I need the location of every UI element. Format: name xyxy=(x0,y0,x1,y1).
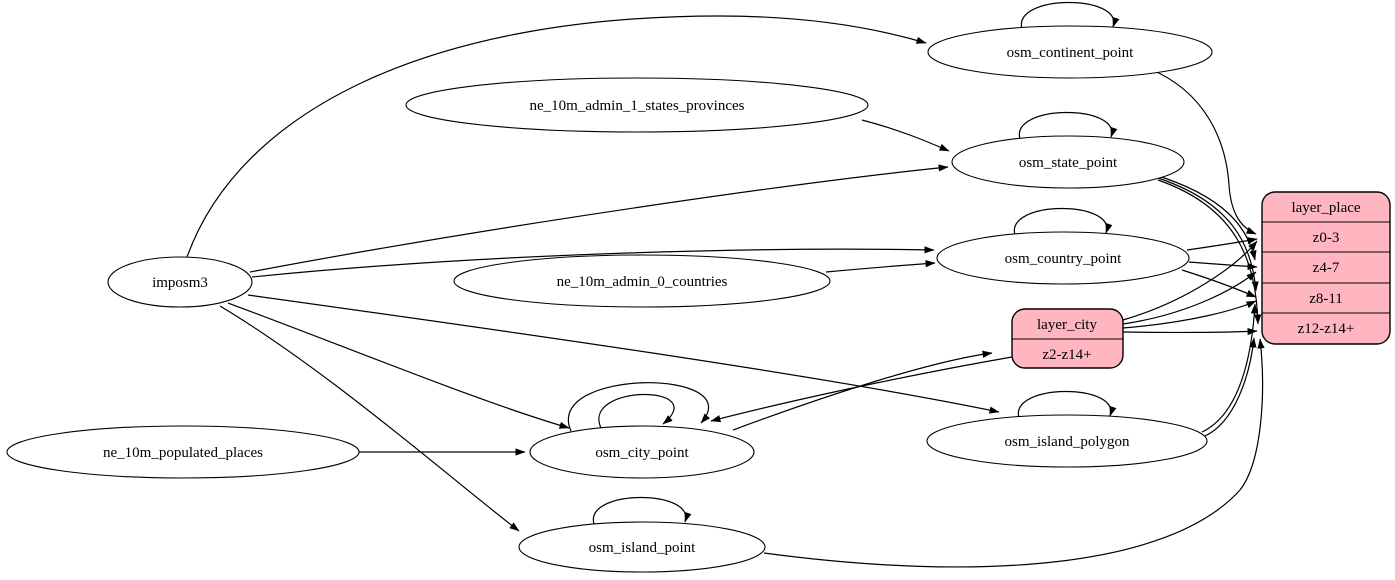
node-ne_10m_populated_places: ne_10m_populated_places xyxy=(6,425,360,479)
node-ne_10m_admin_1_states_provinces-label: ne_10m_admin_1_states_provinces xyxy=(530,98,745,114)
record-layer_place-row-z8-11: z8-11 xyxy=(1309,291,1343,307)
record-layer_place-row-z4-7: z4-7 xyxy=(1313,260,1340,276)
edge-osm_state_point-layer_place-z4-7 xyxy=(1151,173,1257,261)
edge-layer_city-layer_place-z0-3 xyxy=(1122,240,1258,321)
edge-imposm3-osm_city_point xyxy=(227,302,570,429)
edge-osm_state_point-layer_place-z8-11 xyxy=(1154,176,1259,292)
record-layer_place-title: layer_place xyxy=(1291,200,1360,216)
node-osm_city_point: osm_city_point xyxy=(529,425,755,479)
edge-layer_city-layer_place-z12-z14 xyxy=(1122,327,1258,336)
edge-osm_island_polygon-layer_place-z8-11 xyxy=(1201,303,1259,433)
node-osm_state_point-shape xyxy=(951,135,1185,189)
edge-layer_city-osm_city_point xyxy=(710,356,1013,423)
self-loop-osm_island_polygon xyxy=(1018,390,1117,419)
edge-layer_city-layer_place-z8-11 xyxy=(1122,300,1257,329)
edge-layer_city-layer_place-z4-7 xyxy=(1122,271,1257,325)
edge-imposm3-osm_island_point xyxy=(219,305,520,532)
edges-layer xyxy=(186,1,1265,568)
self-loop-osm_state_point xyxy=(1019,111,1118,140)
edge-osm_island_polygon-layer_place-z12-z14 xyxy=(1204,337,1257,437)
node-osm_continent_point-shape xyxy=(927,25,1213,79)
edge-osm_island_point-layer_place-z12-z14 xyxy=(763,338,1265,568)
node-imposm3: imposm3 xyxy=(107,256,253,308)
nodes-layer: imposm3 ne_10m_admin_1_states_provinces … xyxy=(6,25,1213,573)
edge-ne_10m_admin_0_countries-osm_country_point xyxy=(825,260,936,273)
node-osm_island_point: osm_island_point xyxy=(518,521,766,573)
edge-osm_country_point-layer_place-z4-7 xyxy=(1188,261,1258,271)
edge-osm_state_point-layer_place-z12-z14 xyxy=(1157,179,1262,325)
self-loop-osm_country_point xyxy=(1014,207,1113,236)
edge-osm_continent_point-layer_place-z0-3 xyxy=(1149,68,1257,235)
self-loop-outer-osm_city_point xyxy=(567,382,710,432)
edge-ne_10m_admin_1_states_provinces-osm_state_point xyxy=(861,119,950,152)
node-ne_10m_admin_0_countries-shape xyxy=(453,254,831,308)
record-layer_place: layer_place z0-3 z4-7 z8-11 z12-z14+ xyxy=(1261,191,1391,345)
node-imposm3-shape xyxy=(107,256,253,308)
record-layer_city-title: layer_city xyxy=(1037,317,1097,333)
edge-imposm3-osm_country_point xyxy=(251,246,935,278)
node-ne_10m_admin_0_countries: ne_10m_admin_0_countries xyxy=(453,254,831,308)
node-osm_country_point: osm_country_point xyxy=(936,231,1190,285)
node-osm_country_point-label: osm_country_point xyxy=(1005,251,1122,267)
self-loop-osm_continent_point xyxy=(1021,1,1120,30)
edge-imposm3-osm_continent_point xyxy=(186,15,927,258)
node-osm_continent_point-label: osm_continent_point xyxy=(1007,45,1134,61)
record-layer_place-row-z0-3: z0-3 xyxy=(1313,230,1340,246)
node-osm_state_point-label: osm_state_point xyxy=(1019,155,1118,171)
node-osm_island_point-shape xyxy=(518,521,766,573)
record-layer_city: layer_city z2-z14+ xyxy=(1011,308,1124,369)
node-osm_country_point-shape xyxy=(936,231,1190,285)
node-imposm3-label: imposm3 xyxy=(152,275,208,291)
node-ne_10m_populated_places-label: ne_10m_populated_places xyxy=(103,445,263,461)
record-layer_place-box xyxy=(1261,191,1391,345)
node-ne_10m_admin_1_states_provinces-shape xyxy=(405,77,869,133)
node-osm_state_point: osm_state_point xyxy=(951,135,1185,189)
edge-osm_country_point-layer_place-z0-3 xyxy=(1186,237,1258,251)
edge-osm_city_point-layer_city xyxy=(732,350,993,431)
edge-osm_country_point-layer_place-z8-11 xyxy=(1181,269,1257,298)
edge-imposm3-osm_state_point xyxy=(249,164,949,273)
record-layer_city-row-z2-z14: z2-z14+ xyxy=(1042,347,1091,363)
node-osm_city_point-shape xyxy=(529,425,755,479)
node-osm_island_polygon-label: osm_island_polygon xyxy=(1004,434,1130,450)
node-osm_continent_point: osm_continent_point xyxy=(927,25,1213,79)
node-osm_island_polygon-shape xyxy=(926,414,1208,468)
node-osm_island_point-label: osm_island_point xyxy=(589,540,697,556)
node-ne_10m_admin_1_states_provinces: ne_10m_admin_1_states_provinces xyxy=(405,77,869,133)
edge-imposm3-osm_island_polygon xyxy=(247,294,1000,414)
node-ne_10m_admin_0_countries-label: ne_10m_admin_0_countries xyxy=(557,274,728,290)
self-loop-osm_island_point xyxy=(593,496,692,525)
record-layer_place-row-z12-z14: z12-z14+ xyxy=(1298,321,1355,337)
self-loop-inner-osm_city_point xyxy=(598,393,675,429)
node-osm_city_point-label: osm_city_point xyxy=(595,445,689,461)
node-ne_10m_populated_places-shape xyxy=(6,425,360,479)
node-osm_island_polygon: osm_island_polygon xyxy=(926,414,1208,468)
